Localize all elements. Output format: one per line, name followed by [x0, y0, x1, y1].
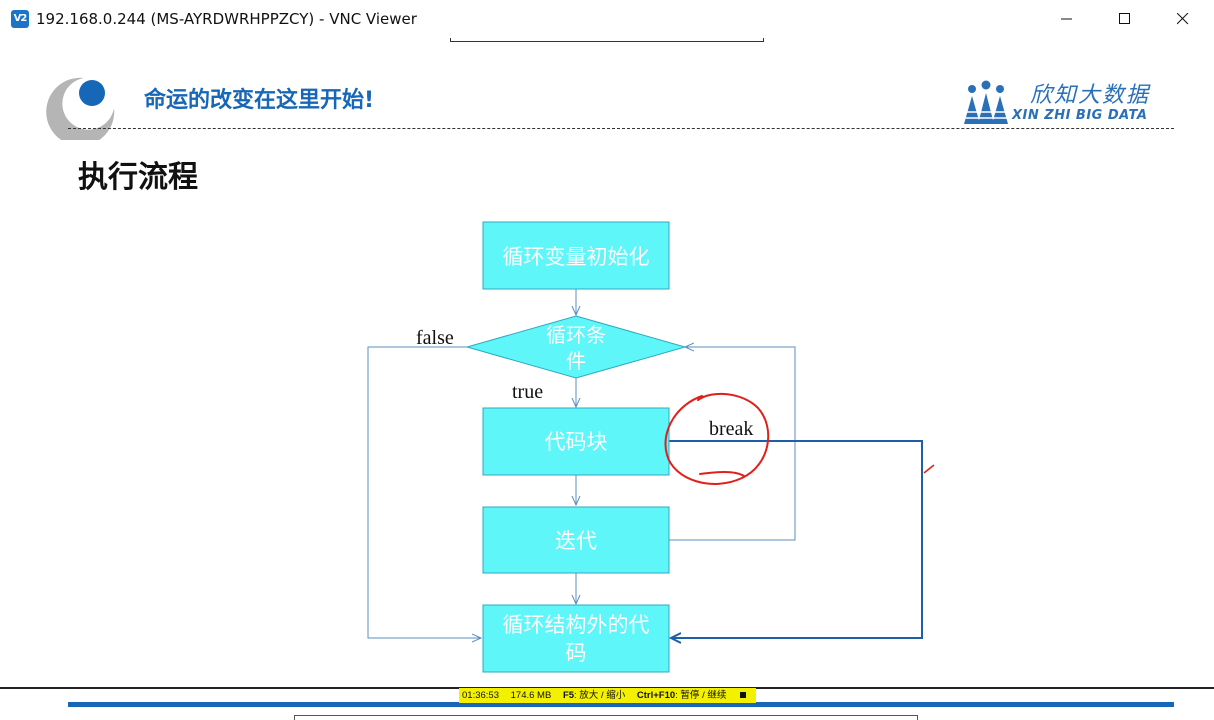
minimize-icon [1061, 18, 1072, 20]
zoom-shortcut-key: F5 [562, 690, 575, 701]
window-title: 192.168.0.244 (MS-AYRDWRHPPZCY) - VNC Vi… [36, 10, 417, 28]
node-code-block-label: 代码块 [545, 430, 608, 454]
node-iterate-label: 迭代 [555, 529, 597, 553]
company-logo-icon [46, 77, 115, 140]
pause-shortcut-key: Ctrl+F10 [636, 690, 676, 701]
slide-footer-band [68, 702, 1174, 707]
break-annotation-circle [664, 392, 770, 485]
node-condition-label-line1: 循环条 [546, 323, 606, 347]
recorder-status-bar[interactable]: 01:36:53 174.6 MB F5: 放大 / 缩小 Ctrl+F10: … [459, 688, 756, 703]
node-code-block: 代码块 [482, 407, 670, 476]
break-label: break [709, 418, 753, 440]
node-condition: 循环条 件 [465, 315, 687, 379]
true-label: true [512, 381, 543, 403]
maximize-icon [1119, 13, 1130, 24]
edge-loop-back [669, 347, 796, 541]
header-divider [68, 128, 1174, 129]
brand-logo-icon [962, 80, 1010, 124]
slogan-text: 命运的改变在这里开始! [144, 88, 375, 113]
node-init-label: 循环变量初始化 [503, 245, 650, 269]
node-after-loop-label-line2: 码 [566, 641, 587, 665]
brand-name-cn: 欣知大数据 [1030, 83, 1151, 108]
memory-usage: 174.6 MB [510, 690, 552, 701]
elapsed-time: 01:36:53 [462, 690, 499, 701]
pause-shortcut-text: : 暂停 / 继续 [675, 690, 727, 701]
edge-false [367, 346, 481, 638]
false-label: false [416, 327, 454, 349]
page-title: 执行流程 [78, 160, 198, 195]
maximize-button[interactable] [1096, 0, 1154, 38]
node-iterate: 迭代 [482, 506, 670, 574]
stop-icon[interactable] [740, 692, 746, 699]
node-after-loop: 循环结构外的代 码 [482, 604, 670, 673]
remote-bottom-box [294, 715, 918, 720]
zoom-shortcut-text: : 放大 / 缩小 [574, 690, 626, 701]
remote-top-strip [450, 38, 764, 42]
node-after-loop-label-line1: 循环结构外的代 [503, 613, 650, 637]
brand-name-en: XIN ZHI BIG DATA [1012, 108, 1148, 123]
minimize-button[interactable] [1038, 0, 1096, 38]
edge-break [669, 440, 923, 638]
node-condition-label-line2: 件 [566, 349, 586, 373]
node-init: 循环变量初始化 [482, 221, 670, 290]
window-titlebar[interactable]: V2 192.168.0.244 (MS-AYRDWRHPPZCY) - VNC… [0, 0, 1214, 38]
annotation-pen-mark [923, 464, 935, 474]
close-button[interactable] [1154, 0, 1212, 38]
close-icon [1177, 13, 1189, 25]
vnc-app-icon[interactable]: V2 [11, 10, 29, 28]
